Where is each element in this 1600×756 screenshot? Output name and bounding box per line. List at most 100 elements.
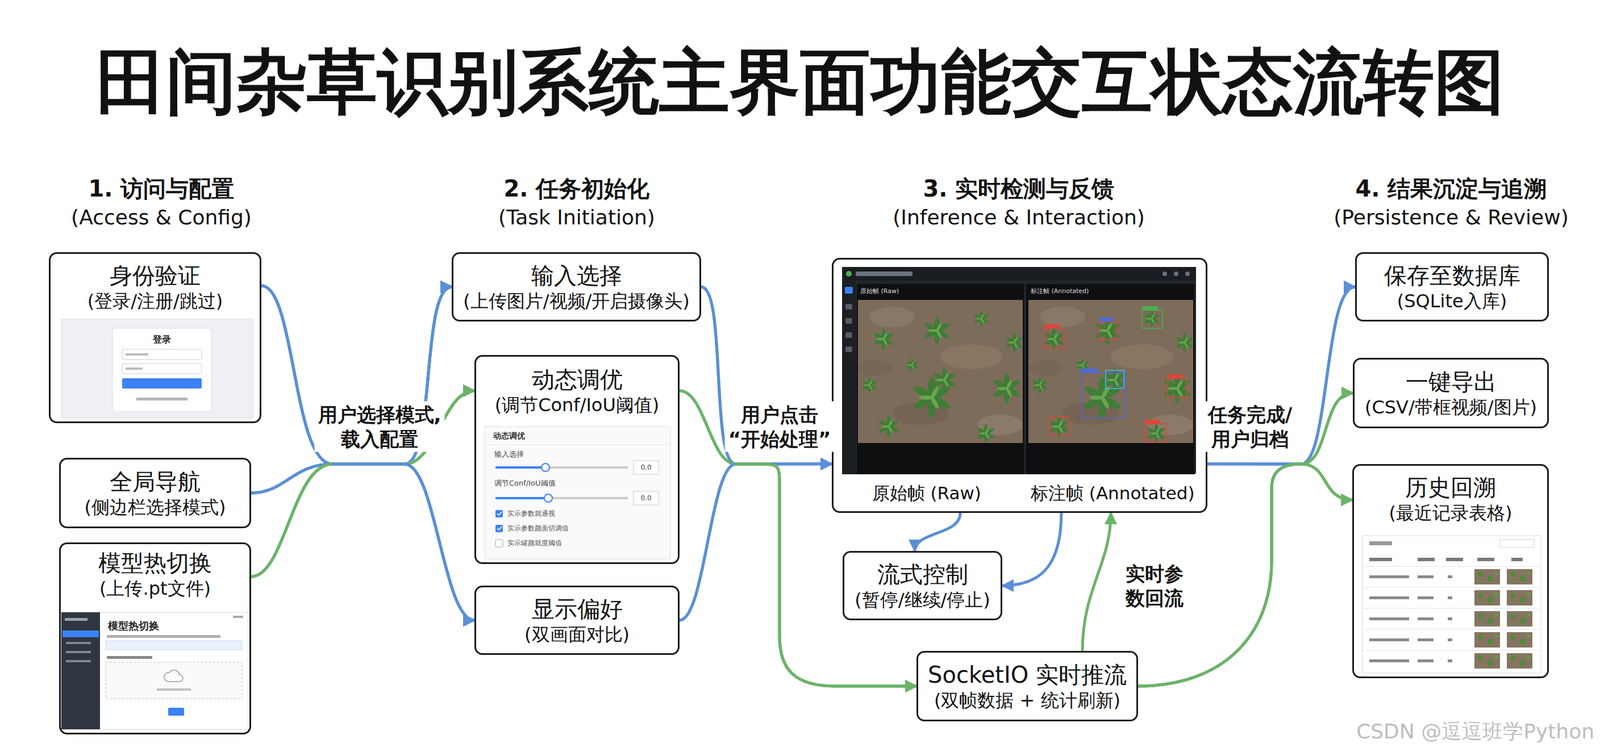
connector-line [1082,513,1111,652]
history-table-screenshot-part [1474,632,1500,648]
process-box: 保存至数据库(SQLite入库) [1355,252,1549,322]
model-upload-screenshot-part [65,660,91,663]
connector [261,285,475,621]
connector [261,285,452,465]
model-upload-screenshot-part [61,612,100,730]
login-screenshot-part [125,367,143,370]
history-table-screenshot-part [1363,650,1540,652]
history-table-screenshot-part [1506,632,1533,648]
app-screenshot-part [845,346,853,353]
connector [251,286,452,494]
screenshot-text: 调节Conf/IoU阈值 [494,478,556,489]
app-screenshot-part [1044,306,1187,443]
history-table-screenshot-part-part [1447,659,1453,663]
tuning-panel-screenshot-part [495,497,628,500]
app-screenshot-part [842,280,856,475]
connector-line [1301,464,1353,500]
node-title: 动态调优 [531,365,623,394]
tuning-panel-screenshot-part [495,510,503,518]
history-table-screenshot-part-part [1417,659,1434,663]
node-title: 保存至数据库 [1384,261,1521,290]
node-title: 模型热切换 [98,548,212,578]
connector [1082,513,1111,652]
process-box: 流式控制(暂停/继续/停止) [842,551,1003,621]
app-screenshot-part [857,300,1024,444]
tuning-panel-screenshot-part [633,460,659,475]
tuning-panel-screenshot-part [541,463,550,472]
screenshot-text: 标注帧 (Annotated) [1030,287,1089,295]
edge-label: 任务完成/ 用户归档 [1204,401,1296,453]
node-subtitle: (登录/注册/跳过) [87,289,224,313]
tuning-panel-screenshot [484,426,671,560]
history-table-screenshot-part [1506,653,1533,669]
tuning-panel-screenshot-part [495,525,503,533]
login-screenshot-part [122,349,202,360]
connector-line [251,464,333,577]
history-table-screenshot-part [1363,608,1540,610]
tuning-panel-screenshot-part [633,491,659,506]
app-screenshot-part [842,267,1197,475]
screenshot-text: 0.0 [640,463,652,472]
node-title: 原始帧 (Raw) [833,482,1020,505]
model-upload-screenshot-part [156,688,191,691]
node-subtitle: (双画面对比) [524,623,630,647]
app-screenshot-part-part [1167,378,1187,398]
history-table-screenshot-part [1474,590,1500,606]
connector [251,390,475,494]
screenshot-text: 输入选择 [494,450,524,460]
tuning-panel-screenshot-part [495,497,549,500]
node-subtitle: (双帧数据 + 统计刷新) [934,689,1121,712]
history-table-screenshot-part-part [1447,575,1453,579]
model-upload-screenshot-part [168,707,185,716]
connector [251,286,452,577]
screenshot-text: 原始帧 (Raw) [860,287,899,295]
app-screenshot-part-part [1050,417,1069,436]
history-table-screenshot-part-part [1447,638,1453,642]
model-upload-screenshot-part [65,651,91,654]
app-screenshot-part [842,267,1197,281]
connector-line [332,464,475,621]
app-screenshot-part-part [1080,368,1098,373]
connector [914,513,961,552]
edge-label: 实时参 数回流 [1122,560,1187,612]
connector [251,464,475,621]
node-subtitle: (调节Conf/IoU阈值) [494,393,660,417]
model-upload-screenshot-part [106,656,153,660]
history-table-screenshot-part [1417,557,1435,562]
history-table-screenshot-part [1506,569,1533,585]
history-table-screenshot-part [1363,587,1540,589]
connector [1002,513,1062,586]
connector-line [1301,464,1353,500]
app-screenshot-part-part [1098,317,1114,322]
tuning-panel-screenshot-part [484,426,671,560]
stage-heading: (Inference & Interaction) [892,205,1145,230]
history-table-screenshot-part [1474,653,1500,669]
login-screenshot-part [122,363,202,374]
history-table-screenshot-part [1506,590,1533,606]
connector [679,390,917,687]
model-upload-screenshot [61,612,249,730]
node-subtitle: (CSV/带框视频/图片) [1364,396,1537,419]
connector [679,464,832,621]
login-screenshot-part [61,319,253,419]
screenshot-text: 登录 [152,334,172,345]
history-table-screenshot-part [1363,629,1540,631]
app-screenshot-part [845,332,853,339]
app-screenshot-part [1028,300,1194,444]
app-screenshot-part-part [1105,370,1124,389]
model-upload-screenshot-part [164,670,183,682]
app-screenshot-part-part [1044,328,1065,349]
login-screenshot [61,319,253,419]
connector-line [679,464,736,621]
history-table-screenshot-part-part [1447,617,1453,621]
node-title: 全局导航 [109,467,201,497]
screenshot-text: 实示参数就通视 [507,509,556,518]
history-table-screenshot-part [1511,557,1523,562]
connector [261,285,475,465]
stage-heading: 1. 访问与配置 [88,175,235,203]
stage-heading: (Task Initiation) [498,205,656,230]
connector-line [251,464,333,577]
process-box: 全局导航(侧边栏选择模式) [59,457,252,529]
history-table-screenshot-part [1369,557,1393,562]
process-box: 历史回溯(最近记录表格) [1352,464,1549,679]
